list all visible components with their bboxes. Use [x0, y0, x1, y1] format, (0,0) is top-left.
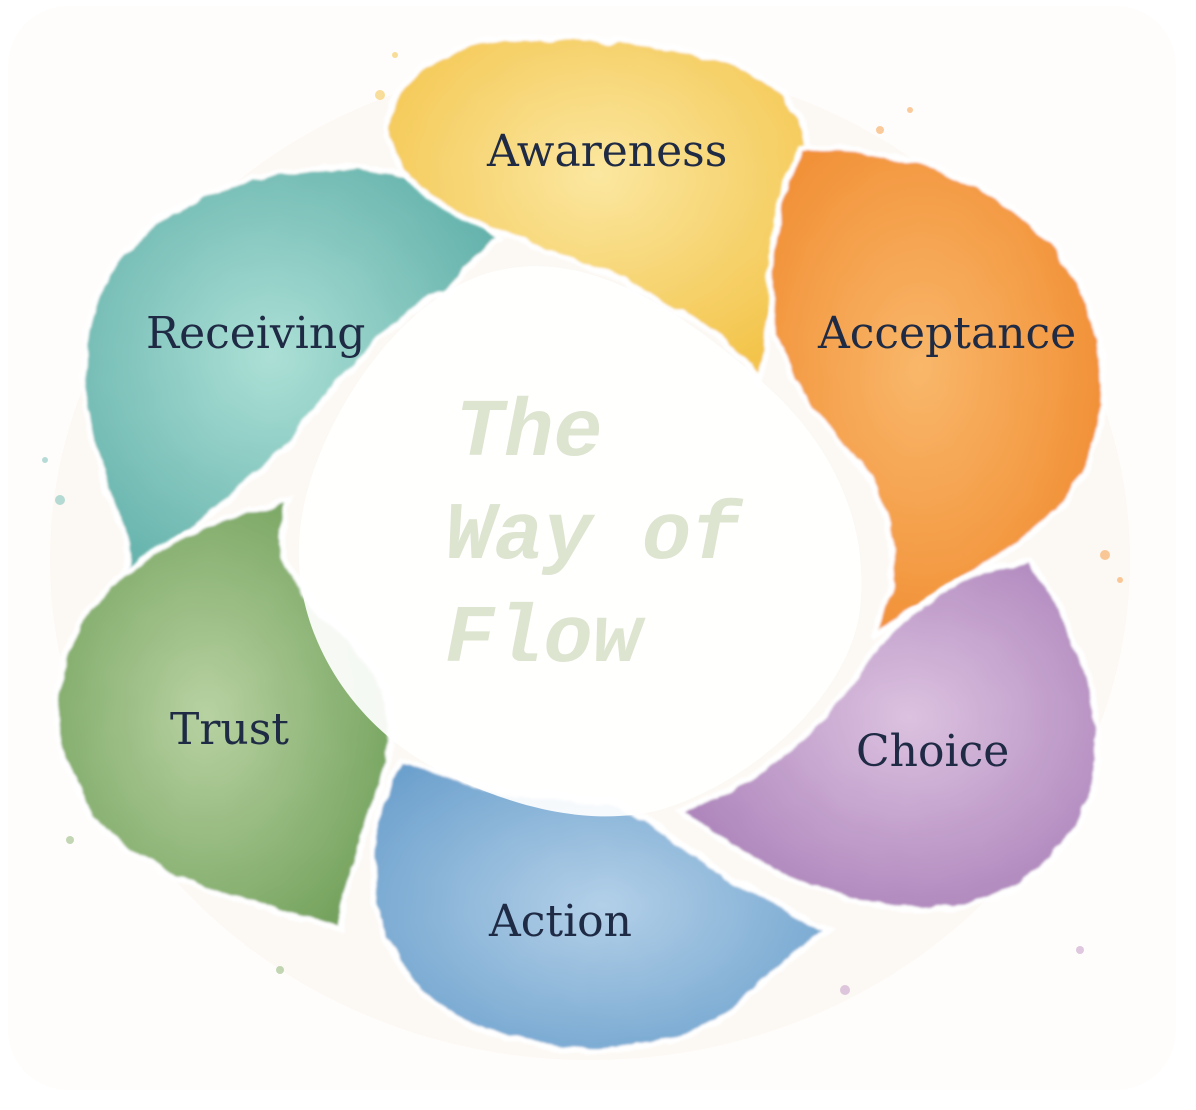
choice-petal	[674, 556, 1101, 914]
inner-core	[298, 266, 862, 817]
title-line-2: Way of	[445, 490, 744, 583]
title-line-1: The	[455, 387, 603, 480]
acceptance-label: Acceptance	[817, 308, 1076, 359]
title-line-3: Flow	[445, 593, 646, 686]
splatter-dots	[42, 52, 1123, 995]
choice-label: Choice	[856, 726, 1009, 777]
trust-label: Trust	[170, 704, 289, 755]
awareness-label: Awareness	[486, 126, 727, 177]
receiving-label: Receiving	[146, 308, 365, 359]
action-label: Action	[488, 896, 632, 947]
